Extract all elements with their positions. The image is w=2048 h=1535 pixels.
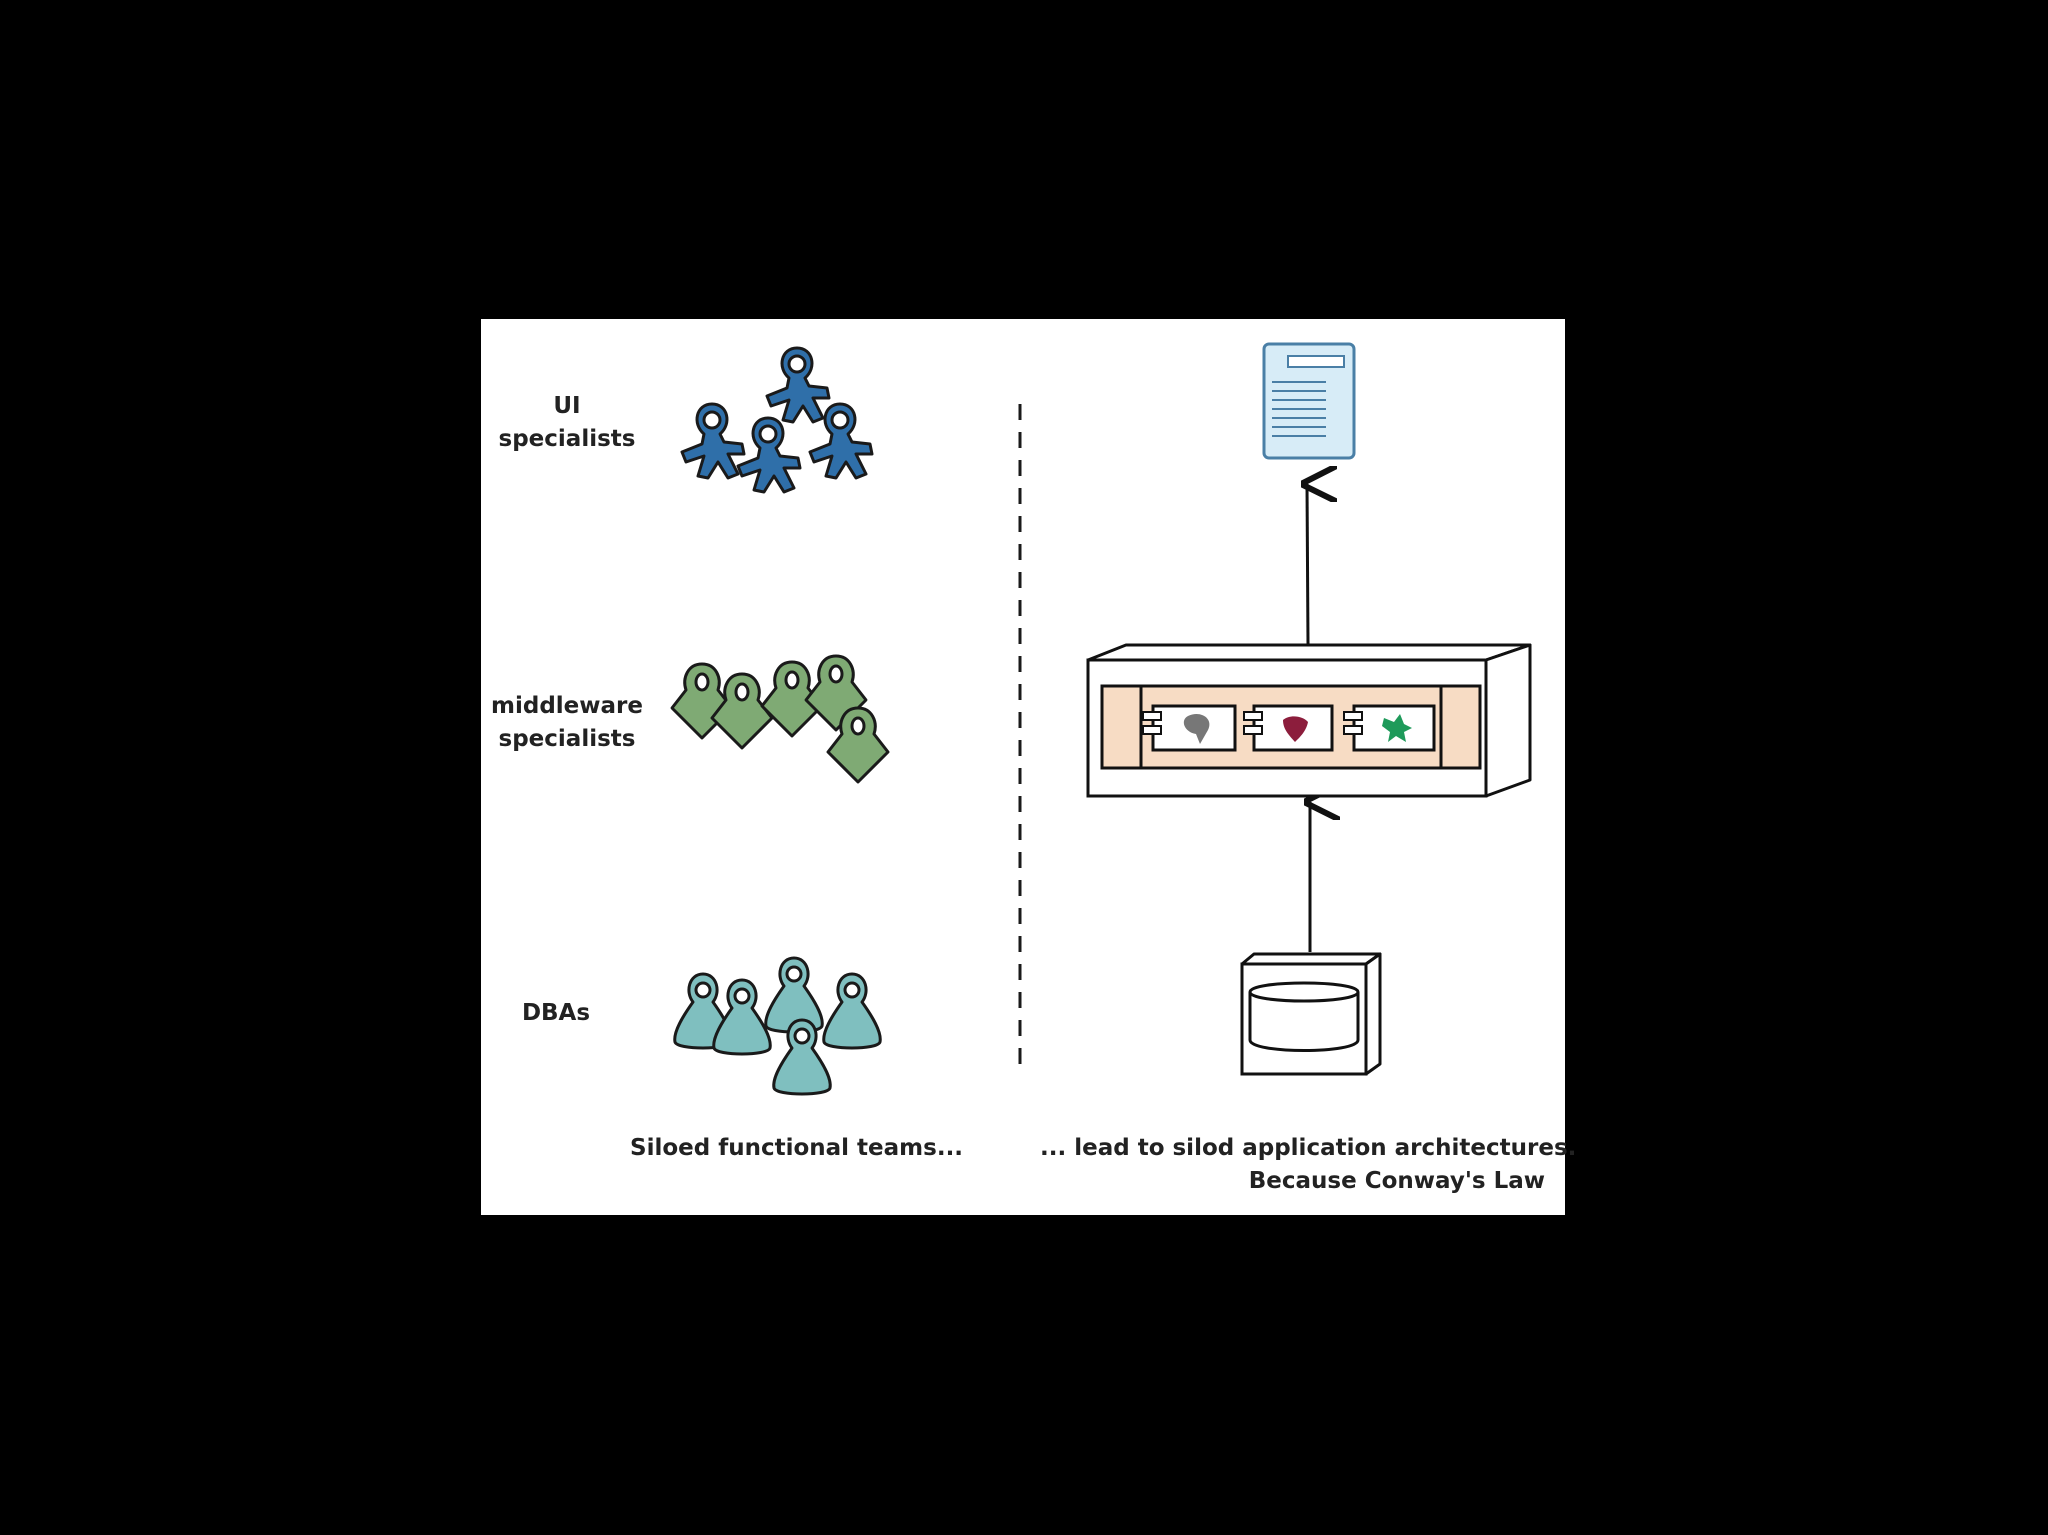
arrow-server-to-ui <box>1307 484 1308 645</box>
component-plugin-icon <box>1343 704 1436 752</box>
ui-team-label-line2: specialists <box>498 426 636 452</box>
middleware-team-label: middleware specialists <box>487 690 647 756</box>
middleware-team-label-line2: specialists <box>498 726 636 752</box>
database-server-icon <box>1240 952 1382 1076</box>
ui-team-label: UI specialists <box>487 390 647 456</box>
right-caption-line1: ... lead to silod application architectu… <box>1040 1135 1577 1161</box>
app-server-icon <box>1086 643 1532 798</box>
dba-team-people-icon <box>673 956 882 1096</box>
component-plugin-icon <box>1243 704 1334 752</box>
middleware-team-label-line1: middleware <box>491 693 643 719</box>
component-plugin-icon <box>1142 704 1237 752</box>
dba-team-label: DBAs <box>476 997 636 1030</box>
middleware-team-people-icon <box>670 654 890 784</box>
right-caption: ... lead to silod application architectu… <box>1040 1132 1577 1198</box>
ui-document-icon <box>1262 342 1356 460</box>
ui-team-people-icon <box>680 346 874 494</box>
ui-team-label-line1: UI <box>553 393 581 419</box>
dba-team-label-line1: DBAs <box>521 1000 591 1026</box>
left-caption-text: Siloed functional teams... <box>630 1135 964 1161</box>
right-caption-line2: Because Conway's Law <box>1248 1168 1545 1194</box>
left-caption: Siloed functional teams... <box>630 1132 963 1165</box>
